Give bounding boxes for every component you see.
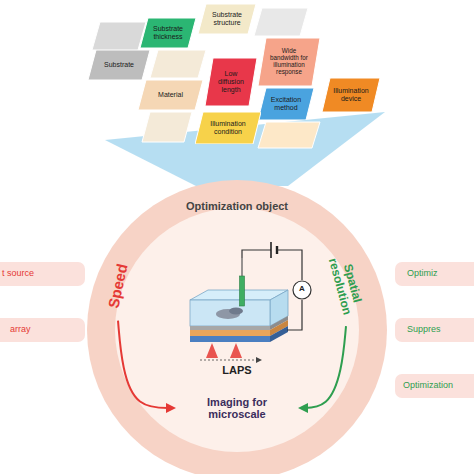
factor-tile: Illumination condition bbox=[195, 112, 261, 144]
tile-shape bbox=[138, 80, 203, 110]
curved-arrow bbox=[300, 326, 346, 408]
tile-shape bbox=[258, 88, 314, 120]
reference-electrode bbox=[240, 276, 245, 306]
tile-shape bbox=[195, 112, 261, 144]
tile-shape bbox=[205, 58, 257, 106]
side-box: Optimiz bbox=[395, 262, 474, 286]
node-text: Low diffusion length bbox=[215, 70, 247, 93]
tile-shape bbox=[140, 18, 196, 48]
blank-tile bbox=[142, 112, 192, 142]
tile-shape bbox=[322, 78, 380, 112]
factor-tile: Low diffusion length bbox=[205, 58, 257, 106]
blank-tile bbox=[258, 122, 320, 148]
wire bbox=[242, 250, 271, 258]
battery-symbol bbox=[270, 242, 272, 258]
light-beam bbox=[230, 343, 242, 358]
ammeter-letter: A bbox=[296, 285, 308, 294]
factor-tile: Excitation method bbox=[258, 88, 314, 120]
scan-arrow-head bbox=[256, 357, 262, 363]
cell-sample bbox=[229, 308, 243, 315]
node-text: Substrate bbox=[104, 61, 134, 69]
node-text: Optimization bbox=[403, 381, 453, 391]
blank-tile bbox=[150, 50, 206, 78]
semiconductor-layer bbox=[190, 330, 270, 336]
node-text: Wide bandwidth for illumination response bbox=[268, 48, 310, 76]
node-text: Optimization object bbox=[177, 200, 297, 212]
node-text: t source bbox=[2, 269, 34, 279]
node-text: Excitation method bbox=[268, 96, 304, 111]
node-text: Substrate structure bbox=[208, 11, 246, 26]
node-text: Optimiz bbox=[407, 269, 438, 279]
inner-disc bbox=[115, 208, 359, 452]
node-text: Suppres bbox=[407, 325, 441, 335]
factor-tile: Substrate thickness bbox=[140, 18, 196, 48]
tile-shape bbox=[198, 4, 256, 34]
factor-tile: Illumination device bbox=[322, 78, 380, 112]
blank-tile bbox=[254, 8, 308, 36]
scan-arrow bbox=[200, 360, 258, 361]
side-box: array bbox=[0, 318, 85, 342]
side-box: Optimization bbox=[395, 374, 474, 398]
factor-tile: Substrate structure bbox=[198, 4, 256, 34]
node-text: Substrate thickness bbox=[150, 25, 186, 40]
node-text: Imaging for microscale bbox=[177, 396, 297, 420]
node-text: Material bbox=[158, 91, 183, 99]
node-text: Illumination condition bbox=[205, 120, 251, 135]
contact-side bbox=[270, 326, 288, 342]
ammeter-symbol bbox=[293, 281, 311, 299]
blank-tile bbox=[92, 22, 146, 50]
factor-tile: Substrate bbox=[88, 50, 150, 80]
factor-tile: Wide bandwidth for illumination response bbox=[258, 38, 320, 86]
side-box: Suppres bbox=[395, 318, 474, 342]
factor-tile: Material bbox=[138, 80, 203, 110]
spotlight-funnel bbox=[105, 112, 385, 186]
contact-layer bbox=[190, 336, 270, 342]
chamber-front bbox=[190, 300, 270, 326]
wire bbox=[287, 300, 302, 330]
insulator-layer bbox=[190, 326, 270, 330]
device-label: LAPS bbox=[207, 364, 267, 376]
outer-ring bbox=[87, 180, 387, 474]
node-text: array bbox=[10, 325, 31, 335]
tile-shape bbox=[88, 50, 150, 80]
side-box: t source bbox=[0, 262, 85, 286]
axis-node: Imaging for microscale bbox=[177, 393, 297, 423]
tile-shape bbox=[258, 38, 320, 86]
wire bbox=[277, 250, 302, 280]
node-text: Illumination device bbox=[332, 87, 370, 102]
light-beam bbox=[206, 343, 218, 358]
curved-arrow bbox=[118, 321, 174, 408]
